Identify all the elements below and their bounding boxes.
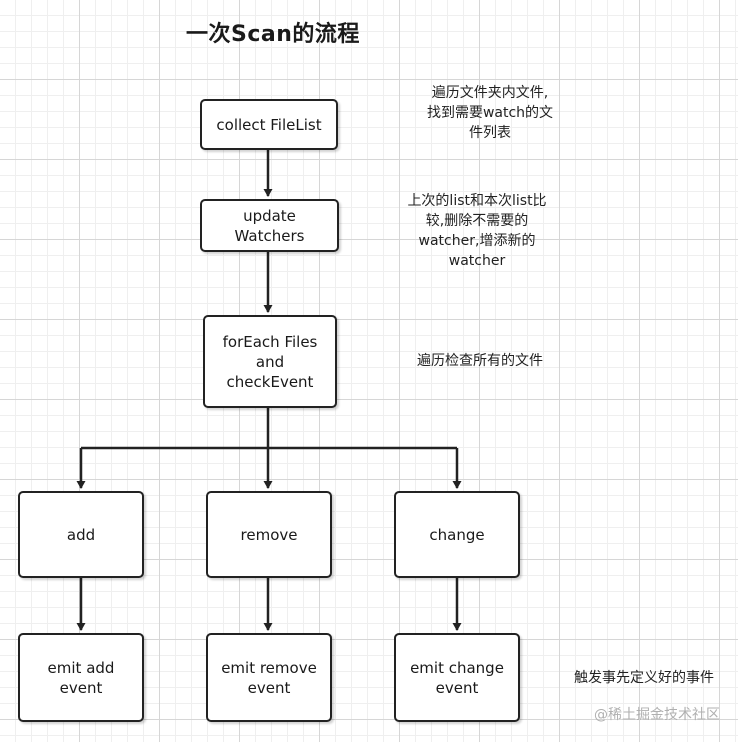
note-collect: 遍历文件夹内文件, 找到需要watch的文 件列表	[426, 85, 554, 141]
node-emit-change-event: emit change event	[394, 633, 520, 722]
note-foreach: 遍历检查所有的文件	[417, 353, 543, 369]
diagram-title: 一次Scan的流程	[186, 22, 360, 47]
note-emit: 触发事先定义好的事件	[574, 670, 714, 686]
node-collect-filelist: collect FileList	[200, 99, 338, 150]
note-update: 上次的list和本次list比 较,删除不需要的 watcher,增添新的 wa…	[407, 193, 547, 269]
node-update-watchers: update Watchers	[200, 199, 339, 252]
watermark: @稀土掘金技术社区	[594, 707, 720, 723]
node-foreach-files: forEach Files and checkEvent	[203, 315, 337, 408]
node-emit-add-event: emit add event	[18, 633, 144, 722]
node-emit-remove-event: emit remove event	[206, 633, 332, 722]
node-remove: remove	[206, 491, 332, 578]
node-add: add	[18, 491, 144, 578]
node-change: change	[394, 491, 520, 578]
